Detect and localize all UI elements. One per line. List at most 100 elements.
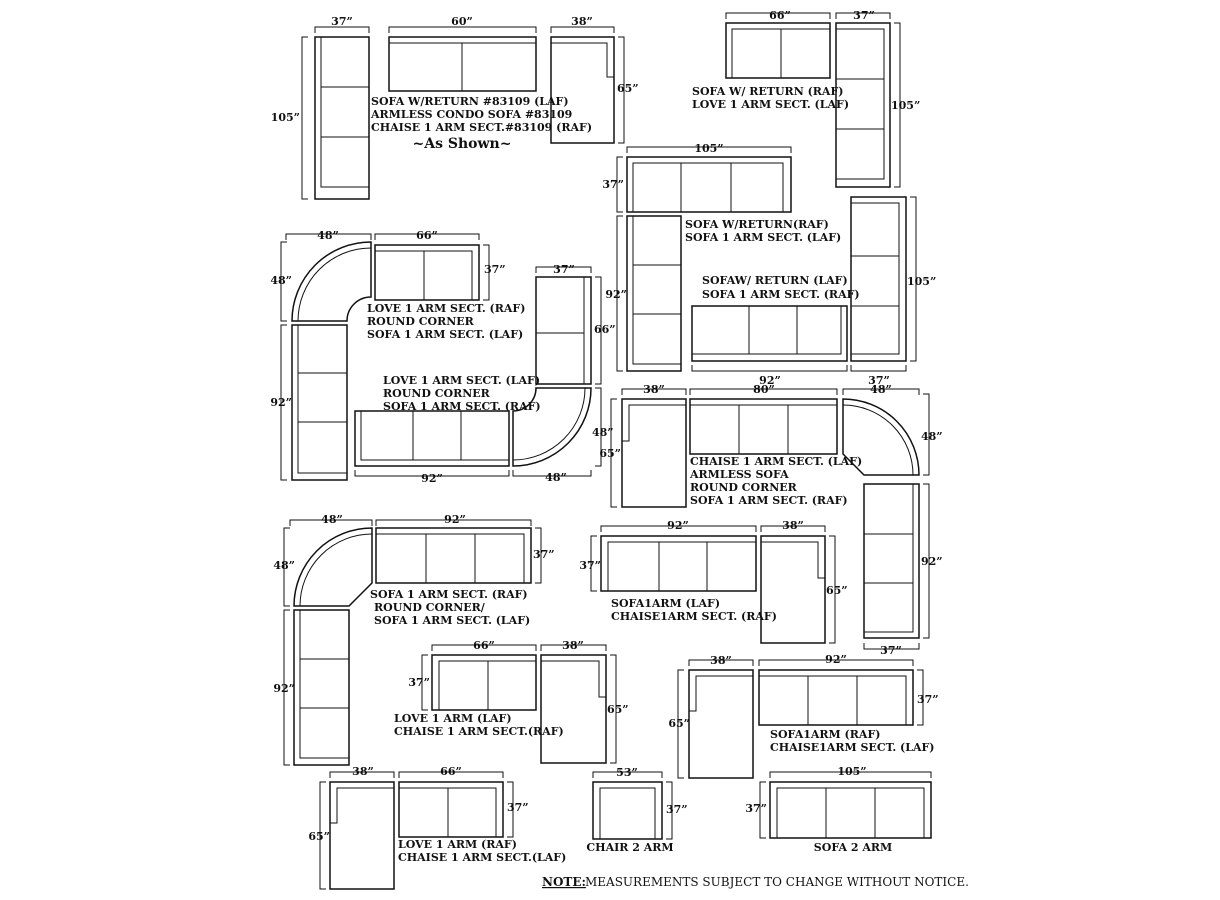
dim-37: 37” [553, 263, 575, 276]
sofa-return-piece [314, 36, 370, 200]
chaise-piece [621, 398, 687, 508]
config-sofa-2-arm: 105” 37” SOFA 2 ARM [745, 765, 932, 854]
dim-66: 66” [416, 229, 438, 242]
dim-38: 38” [710, 654, 732, 667]
sofa-1-arm-piece [691, 305, 848, 362]
round-corner-piece [842, 398, 920, 476]
dim-37: 37” [868, 374, 890, 387]
dim-37: 37” [533, 548, 555, 561]
dim-53: 53” [616, 766, 638, 779]
config-sofa-return-laf-sofa: 92” 37” 105” SOFAW/ RETURN (LAF) SOFA 1 … [691, 196, 936, 387]
sofa-1-arm-piece [863, 483, 920, 639]
dim-105: 105” [907, 275, 936, 288]
dim-92: 92” [444, 513, 466, 526]
config-label-line: SOFA 1 ARM SECT. (LAF) [685, 231, 841, 244]
dim-38: 38” [571, 15, 593, 28]
dim-92: 92” [667, 519, 689, 532]
dim-37: 37” [853, 9, 875, 22]
dim-48: 48” [317, 229, 339, 242]
dim-105: 105” [271, 111, 300, 124]
dim-66: 66” [440, 765, 462, 778]
footnote: NOTE: MEASUREMENTS SUBJECT TO CHANGE WIT… [542, 875, 969, 889]
config-label-line: CHAISE1ARM SECT. (RAF) [611, 610, 777, 623]
dim-65: 65” [607, 703, 629, 716]
config-love-chaise-raf: 66” 38” 37” 65” LOVE 1 ARM (LAF) CHAISE … [394, 639, 629, 764]
config-label-line: LOVE 1 ARM SECT. (LAF) [692, 98, 849, 111]
dim-37: 37” [917, 693, 939, 706]
config-label-line: CHAISE 1 ARM SECT.(LAF) [398, 851, 566, 864]
love-1-arm-piece [398, 781, 504, 838]
sofa-1-arm-piece [375, 527, 532, 584]
config-love-round-corner-sofa-2: 37” 66” 92” 48” 48” LOVE 1 ARM SECT. (LA… [354, 263, 616, 485]
sofa-return-piece [626, 156, 792, 213]
dim-65: 65” [599, 447, 621, 460]
config-label-line: LOVE 1 ARM (RAF) [398, 838, 517, 851]
sofa-label: SOFA 2 ARM [814, 841, 892, 854]
dim-92: 92” [421, 472, 443, 485]
config-chaise-love-laf: 38” 66” 65” 37” LOVE 1 ARM (RAF) CHAISE … [308, 765, 566, 890]
chaise-piece [329, 781, 395, 890]
dim-92: 92” [605, 288, 627, 301]
dim-37: 37” [507, 801, 529, 814]
config-label-line: SOFA W/RETURN(RAF) [685, 218, 829, 231]
dim-37: 37” [745, 802, 767, 815]
config-chaise-sofa-laf: 38” 92” 65” 37” SOFA1ARM (RAF) CHAISE1AR… [668, 653, 939, 779]
love-1-arm-piece [431, 654, 537, 711]
dim-48: 48” [592, 426, 614, 439]
config-label-line: SOFA W/RETURN #83109 (LAF) [371, 95, 569, 108]
config-label-line: CHAISE 1 ARM SECT.#83109 (RAF) [371, 121, 592, 134]
dim-66: 66” [594, 323, 616, 336]
dim-37: 37” [408, 676, 430, 689]
dim-37: 37” [484, 263, 506, 276]
as-shown-label: ~As Shown~ [413, 136, 512, 152]
round-corner-piece [293, 527, 373, 607]
dim-66: 66” [473, 639, 495, 652]
config-label-line: SOFA 1 ARM SECT. (LAF) [374, 614, 530, 627]
config-label-line: ROUND CORNER [367, 315, 475, 328]
dim-105: 105” [837, 765, 866, 778]
dim-38: 38” [562, 639, 584, 652]
dim-65: 65” [308, 830, 330, 843]
note-prefix: NOTE: [542, 875, 586, 889]
config-love-round-corner-sofa: 48” 66” 37” 48” 92” LOVE 1 ARM SECT. (RA… [270, 229, 525, 481]
sofa-1-arm-piece [626, 215, 682, 372]
love-1-arm-piece [725, 22, 831, 79]
config-sofa-return-raf-love: 66” 37” 105” SOFA W/ RETURN (RAF) LOVE 1… [692, 9, 920, 188]
chaise-piece [540, 654, 607, 764]
dim-38: 38” [352, 765, 374, 778]
dim-48: 48” [921, 430, 943, 443]
config-sofa-return-raf-sofa: 105” 37” 92” SOFA W/RETURN(RAF) SOFA 1 A… [602, 142, 841, 372]
config-label-line: ROUND CORNER [383, 387, 491, 400]
sofa-return-piece [850, 196, 907, 362]
config-sofa-round-corner-sofa: 48” 92” 37” 48” 92” SOFA 1 ARM SECT. (RA… [273, 513, 555, 766]
armless-sofa-piece [689, 398, 838, 455]
config-label-line: ROUND CORNER [690, 481, 798, 494]
note-text: MEASUREMENTS SUBJECT TO CHANGE WITHOUT N… [585, 875, 969, 889]
config-label-line: CHAISE1ARM SECT. (LAF) [770, 741, 935, 754]
dim-37: 37” [579, 559, 601, 572]
config-label-line: SOFA1ARM (RAF) [770, 728, 880, 741]
dim-65: 65” [668, 717, 690, 730]
config-label-line: LOVE 1 ARM SECT. (RAF) [367, 302, 525, 315]
chair-label: CHAIR 2 ARM [586, 841, 673, 854]
dim-37: 37” [666, 803, 688, 816]
dim-37: 37” [880, 644, 902, 657]
chair-2-arm-piece [592, 781, 663, 840]
dim-80: 80” [753, 383, 775, 396]
dim-38: 38” [782, 519, 804, 532]
config-sofa-return-laf-condo-chaise: 37” 60” 38” 105” 65” SOFA W/RETURN #8310… [271, 15, 639, 200]
dim-48: 48” [270, 274, 292, 287]
config-label-line: SOFA 1 ARM SECT. (RAF) [370, 588, 528, 601]
dim-48: 48” [870, 383, 892, 396]
dim-105: 105” [694, 142, 723, 155]
dim-66: 66” [769, 9, 791, 22]
sofa-1-arm-piece [291, 324, 348, 481]
config-label-line: SOFA1ARM (LAF) [611, 597, 720, 610]
config-label-line: SOFA W/ RETURN (RAF) [692, 85, 843, 98]
chaise-piece [760, 535, 826, 644]
love-1-arm-piece [374, 244, 480, 301]
config-label-line: ARMLESS SOFA [689, 468, 789, 481]
sofa-2-arm-piece [769, 781, 932, 839]
love-1-arm-piece [535, 276, 592, 385]
